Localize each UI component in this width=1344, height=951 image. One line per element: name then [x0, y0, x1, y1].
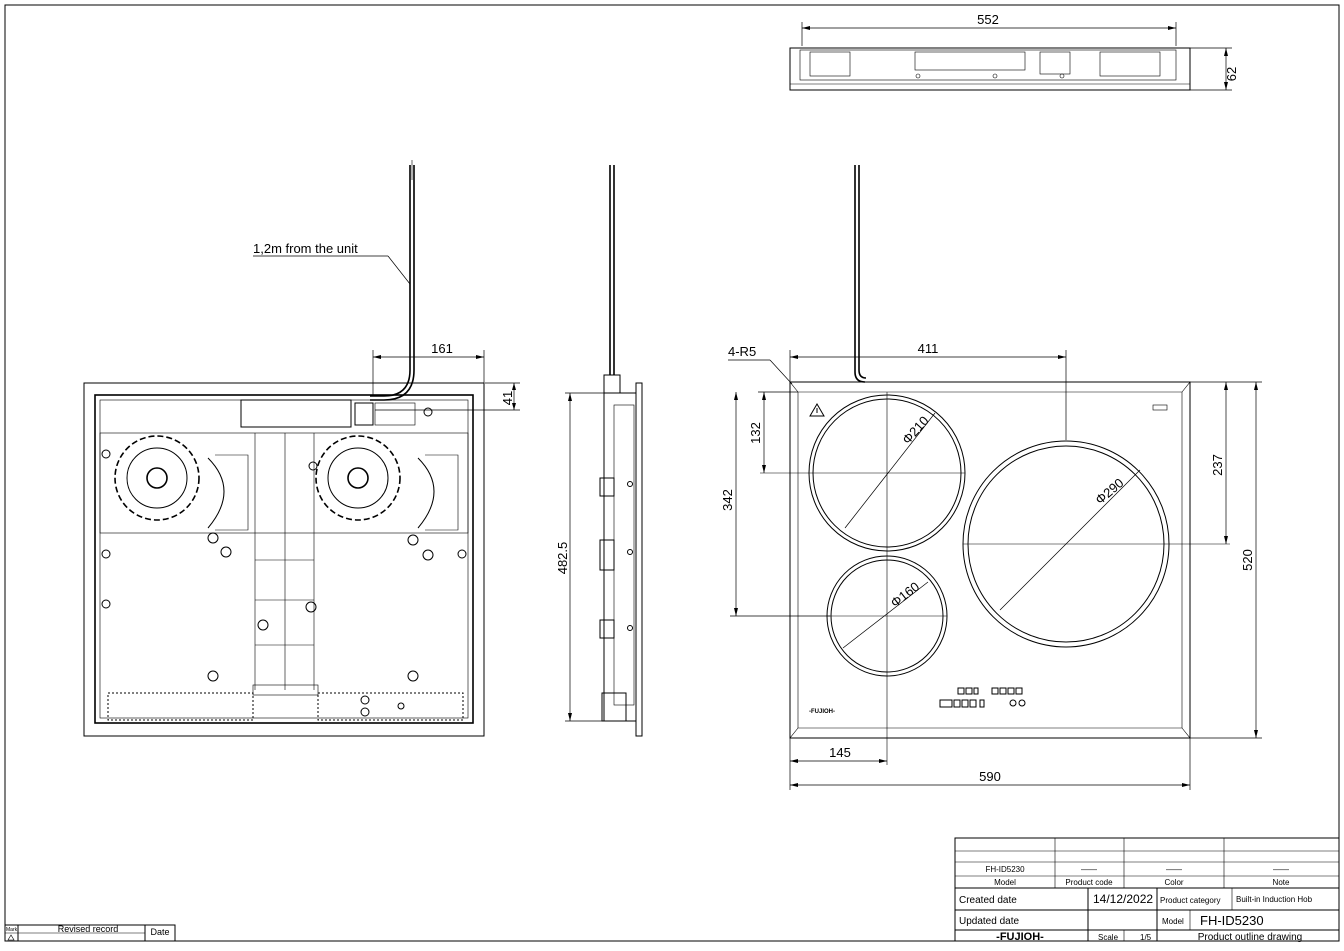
- dim-phi-160: Φ160: [888, 579, 923, 611]
- tb-model-big: FH-ID5230: [1200, 913, 1264, 928]
- tb-drawing-title: Product outline drawing: [1198, 932, 1303, 943]
- tb-updated-label: Updated date: [959, 916, 1019, 927]
- tb-created-value: 14/12/2022: [1093, 892, 1153, 906]
- revision-record-label: Revised record: [58, 924, 119, 934]
- front-brand-logo: -FUJIOH-: [809, 709, 835, 715]
- side-view: 482.5: [555, 165, 643, 737]
- tb-scale-value: 1/5: [1140, 933, 1152, 942]
- fan-left-icon: [114, 435, 200, 521]
- tb-model-value: FH-ID5230: [985, 865, 1025, 874]
- dim-161: 161: [431, 341, 453, 356]
- tb-color-label: Color: [1164, 878, 1183, 887]
- touch-control-panel: [939, 687, 1026, 708]
- tb-note-label: Note: [1273, 878, 1290, 887]
- sheet-border: [4, 4, 1340, 942]
- top-elevation-view: 552 62: [789, 12, 1239, 91]
- tb-model-label-2: Model: [1162, 917, 1184, 926]
- tb-product-code-value: ——: [1081, 865, 1097, 874]
- dim-phi-290: Φ290: [1092, 475, 1126, 507]
- dim-132: 132: [748, 422, 763, 444]
- tb-scale-label: Scale: [1098, 933, 1119, 942]
- dim-482-5: 482.5: [555, 542, 570, 575]
- dim-145: 145: [829, 745, 851, 760]
- dim-411: 411: [918, 341, 939, 356]
- dim-520: 520: [1240, 549, 1255, 571]
- tb-category-value: Built-in Induction Hob: [1236, 895, 1313, 904]
- tb-created-label: Created date: [959, 895, 1017, 906]
- dim-phi-210: Φ210: [899, 413, 932, 447]
- dim-237: 237: [1210, 454, 1225, 476]
- dim-590: 590: [979, 769, 1001, 784]
- bottom-view: 1,2m from the unit: [83, 160, 520, 737]
- dim-62: 62: [1224, 67, 1239, 81]
- dim-41: 41: [500, 391, 515, 405]
- revision-mark-label: Mark: [6, 927, 18, 933]
- fan-right-icon: [315, 435, 401, 521]
- warning-triangle-icon: [809, 403, 825, 417]
- tb-note-value: ——: [1273, 865, 1289, 874]
- tb-color-value: ——: [1166, 865, 1182, 874]
- title-block: FH-ID5230 —— —— —— Model Product code Co…: [954, 837, 1340, 943]
- dim-552: 552: [977, 12, 999, 27]
- dim-4-r5: 4-R5: [728, 344, 756, 359]
- cable-length-note: 1,2m from the unit: [253, 241, 358, 256]
- revision-date-label: Date: [150, 927, 169, 937]
- tb-brand: -FUJIOH-: [996, 931, 1044, 943]
- front-top-view: Φ210 Φ290 Φ160 -FUJIOH-: [720, 165, 1262, 790]
- tb-model-label: Model: [994, 878, 1016, 887]
- dim-342: 342: [720, 489, 735, 511]
- revision-block: Mark Revised record Date: [4, 924, 176, 942]
- tb-category-label: Product category: [1160, 896, 1220, 905]
- tb-product-code-label: Product code: [1065, 878, 1113, 887]
